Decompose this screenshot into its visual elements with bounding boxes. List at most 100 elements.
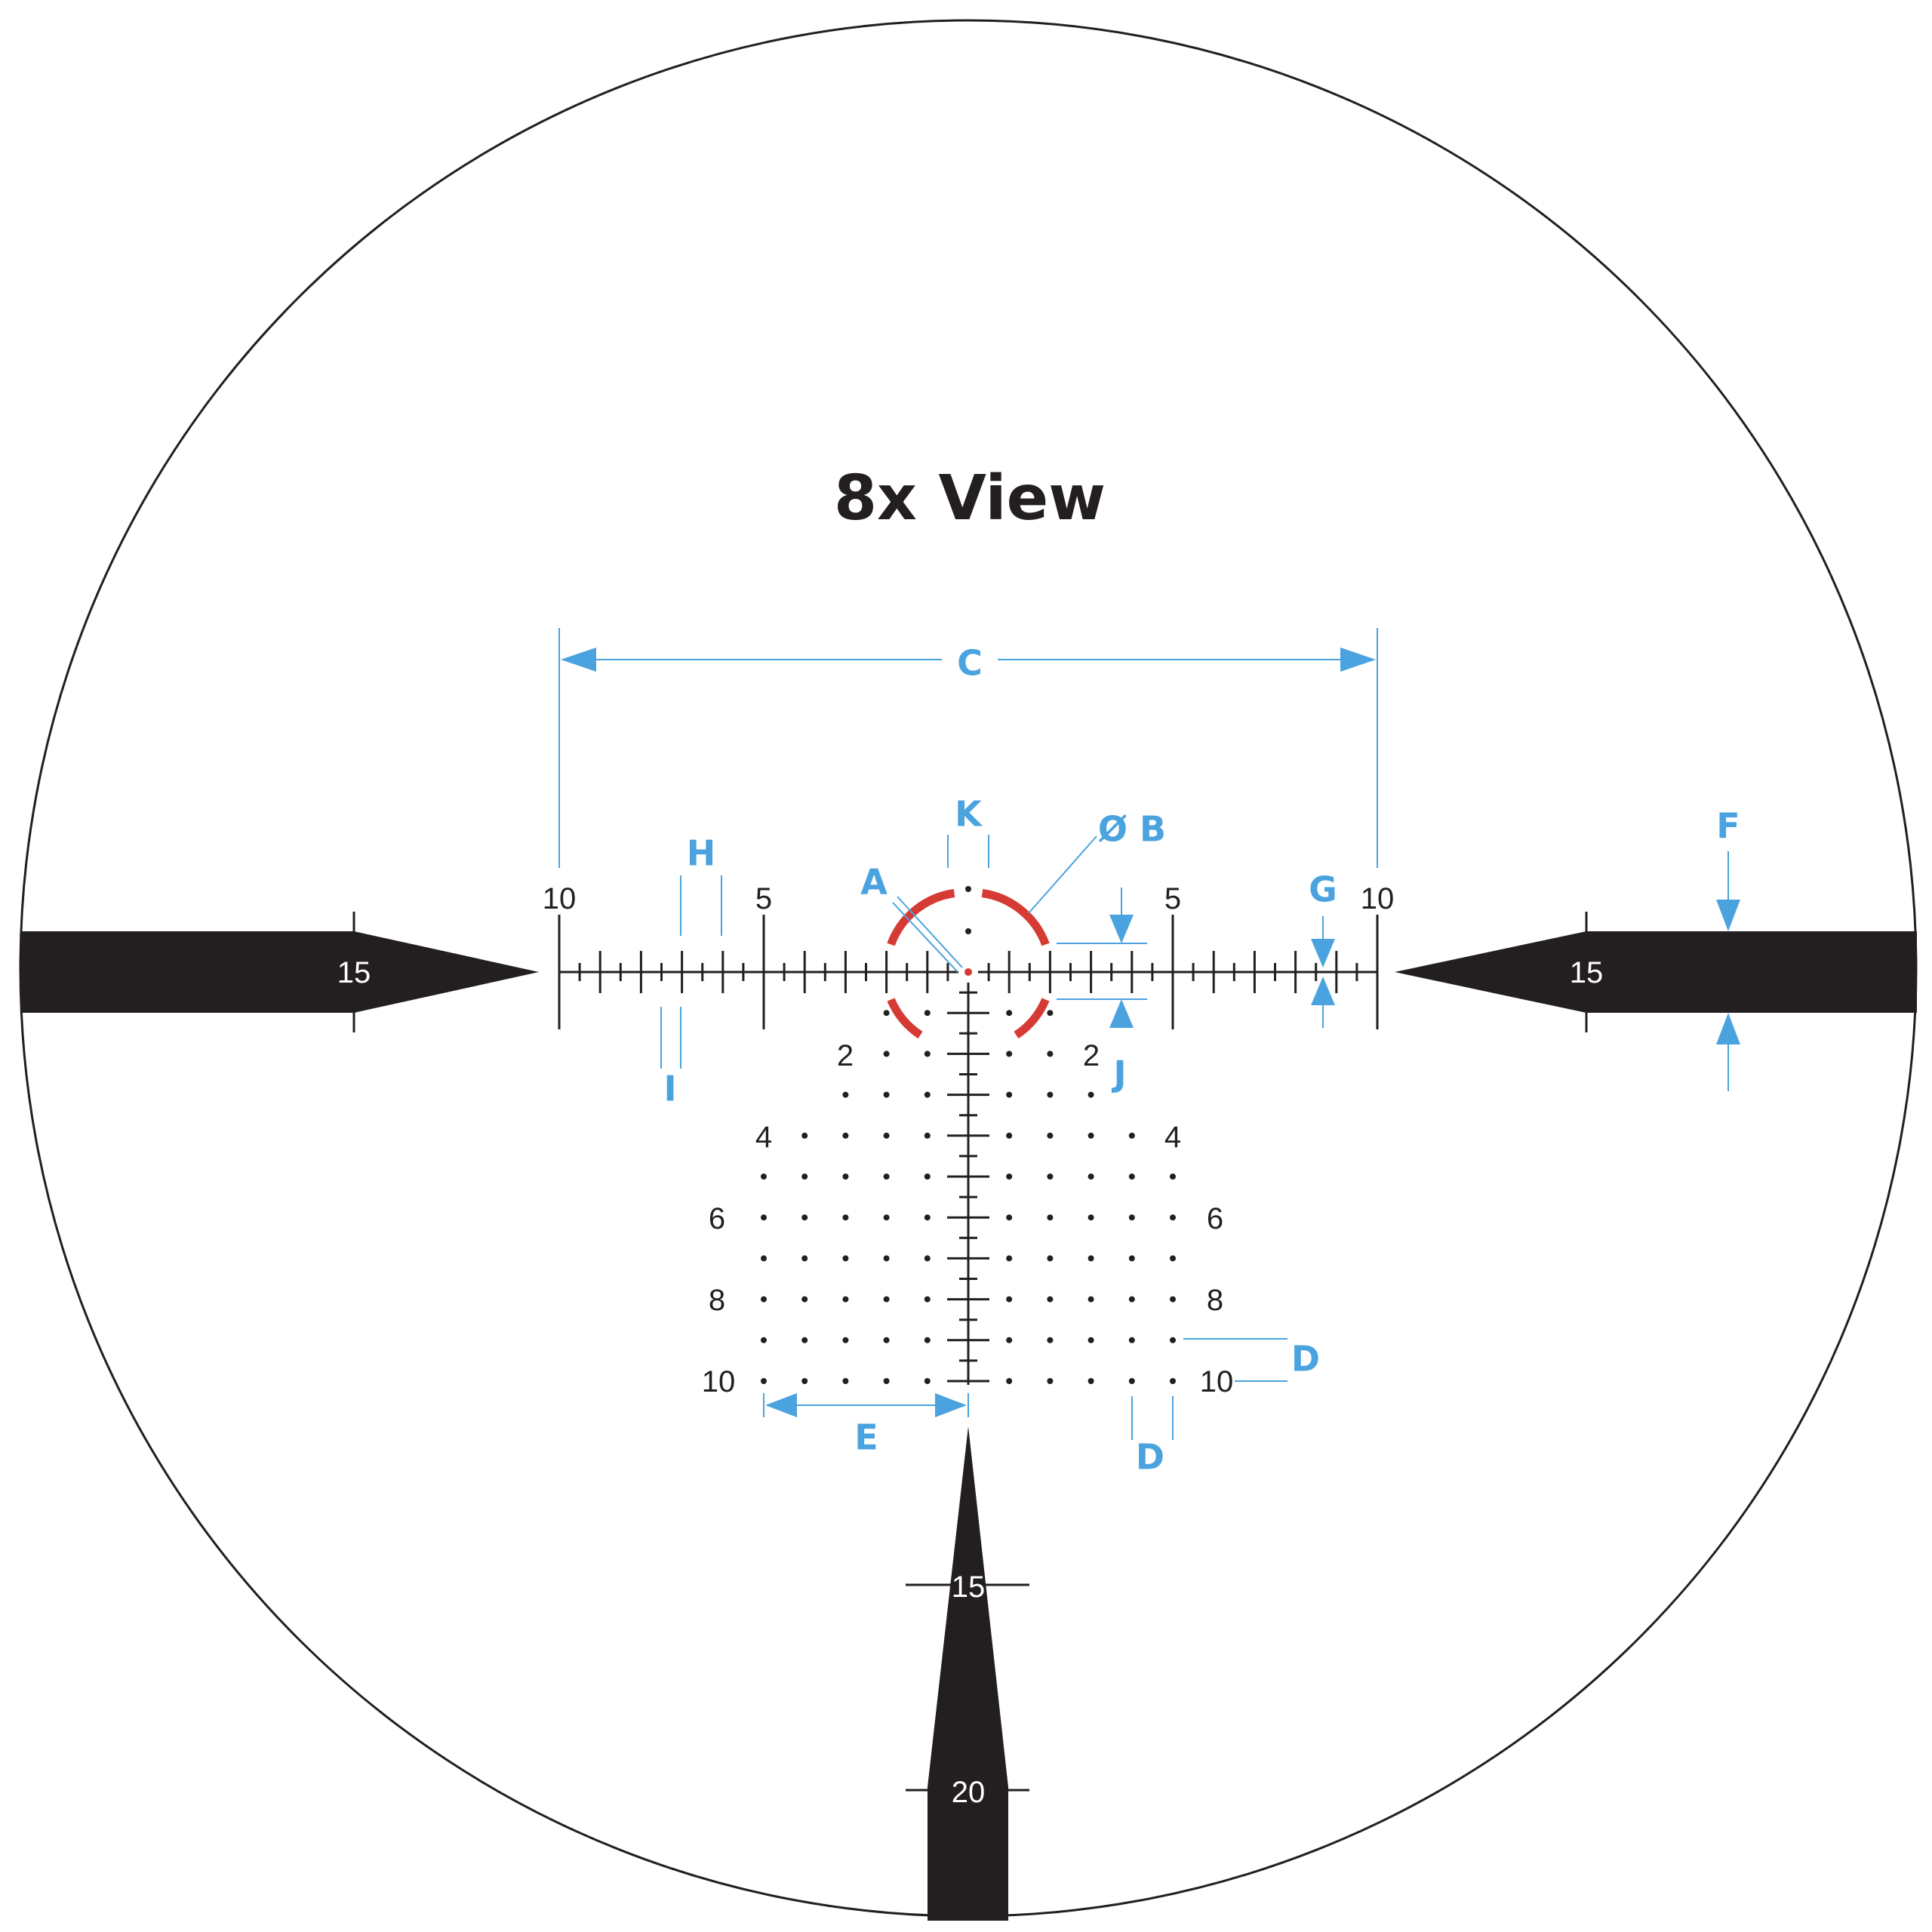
holdover-dot [1006, 1051, 1013, 1057]
callout-annotations [558, 628, 1740, 1440]
red-center-dot [964, 968, 972, 976]
holdover-dot [1047, 1174, 1054, 1180]
bottom-post-label-lower: 20 [952, 1776, 986, 1809]
upper-holdover-dot [965, 886, 971, 892]
callout-label-i: I [663, 1069, 676, 1109]
holdover-dot [761, 1255, 767, 1262]
holdover-dot [1170, 1174, 1176, 1180]
horizontal-label-right-10: 10 [1361, 882, 1395, 915]
holdover-dot [1047, 1378, 1054, 1384]
callout-label-h: H [687, 833, 716, 874]
holdover-dot [924, 1214, 931, 1221]
post-tick-marks [352, 912, 1588, 1792]
holdover-dot [1088, 1091, 1094, 1098]
holdover-dot [1006, 1010, 1013, 1017]
holdover-dot [1170, 1378, 1176, 1384]
holdover-dot [1047, 1010, 1054, 1017]
holdover-dot [761, 1337, 767, 1343]
holdover-dot [924, 1174, 931, 1180]
right-thick-post [1395, 931, 1917, 1013]
holdover-dot [924, 1051, 931, 1057]
holdover-dot [801, 1174, 808, 1180]
holdover-dot [1047, 1132, 1054, 1139]
holdover-dot [1006, 1337, 1013, 1343]
callout-label-k: K [955, 794, 983, 835]
holdover-dot [1088, 1255, 1094, 1262]
vertical-label-right: 6 [1207, 1202, 1223, 1235]
holdover-dot [801, 1132, 808, 1139]
holdover-dot [924, 1132, 931, 1139]
holdover-dot [924, 1091, 931, 1098]
horizontal-label-left-5: 5 [755, 882, 772, 915]
holdover-dot [883, 1091, 890, 1098]
holdover-dot [1128, 1132, 1135, 1139]
callout-label-g: G [1309, 869, 1337, 910]
holdover-dot [842, 1174, 849, 1180]
holdover-dot [842, 1296, 849, 1303]
holdover-dot [842, 1091, 849, 1098]
horizontal-label-right-5: 5 [1164, 882, 1181, 915]
holdover-dot [1088, 1174, 1094, 1180]
holdover-dot [1170, 1337, 1176, 1343]
holdover-dot [1128, 1255, 1135, 1262]
holdover-dot [924, 1296, 931, 1303]
callout-label-a: A [860, 862, 888, 903]
holdover-dot [883, 1132, 890, 1139]
vertical-label-right: 2 [1083, 1039, 1100, 1072]
vertical-label-right: 8 [1207, 1284, 1223, 1317]
holdover-dot [883, 1296, 890, 1303]
bottom-post-label-upper: 15 [952, 1571, 986, 1604]
holdover-dot [761, 1174, 767, 1180]
holdover-dot [883, 1255, 890, 1262]
holdover-dot [1128, 1174, 1135, 1180]
holdover-dot [1128, 1214, 1135, 1221]
upper-holdover-dot [965, 928, 971, 934]
holdover-dot [1006, 1378, 1013, 1384]
holdover-dot [924, 1378, 931, 1384]
horizontal-stadia [558, 915, 1379, 1029]
holdover-dot [801, 1337, 808, 1343]
holdover-dot [761, 1296, 767, 1303]
left-post-label: 15 [337, 956, 371, 989]
holdover-dot [1128, 1378, 1135, 1384]
callout-label-c: C [957, 643, 983, 684]
callout-label-b: Ø B [1098, 809, 1166, 850]
holdover-dot [1088, 1132, 1094, 1139]
vertical-label-right: 10 [1200, 1365, 1234, 1398]
left-thick-post [21, 931, 539, 1013]
holdover-dot [1128, 1337, 1135, 1343]
holdover-dot [1006, 1091, 1013, 1098]
holdover-dot [842, 1214, 849, 1221]
holdover-dot [1088, 1337, 1094, 1343]
callout-label-j: J [1111, 1054, 1126, 1094]
holdover-dot [761, 1378, 767, 1384]
callout-label-d-right: D [1291, 1339, 1320, 1380]
holdover-dot [1047, 1091, 1054, 1098]
holdover-dot [1088, 1296, 1094, 1303]
holdover-dot [883, 1337, 890, 1343]
holdover-dot [1006, 1255, 1013, 1262]
vertical-stadia [947, 983, 989, 1385]
holdover-dot [1006, 1214, 1013, 1221]
vertical-label-left: 8 [709, 1284, 725, 1317]
holdover-dot [1088, 1378, 1094, 1384]
holdover-dot [761, 1214, 767, 1221]
vertical-label-left: 6 [709, 1202, 725, 1235]
horizontal-label-left-10: 10 [543, 882, 577, 915]
vertical-label-right: 4 [1164, 1121, 1181, 1154]
holdover-dot [1006, 1296, 1013, 1303]
holdover-dot [1047, 1296, 1054, 1303]
vertical-label-left: 4 [755, 1121, 772, 1154]
callout-label-e: E [854, 1417, 878, 1458]
holdover-dot [1128, 1296, 1135, 1303]
red-center-circle [887, 889, 1050, 1039]
holdover-dot [801, 1255, 808, 1262]
holdover-dot [801, 1214, 808, 1221]
bottom-thick-post [928, 1426, 1008, 1921]
right-post-label: 15 [1570, 956, 1604, 989]
vertical-label-left: 10 [702, 1365, 736, 1398]
holdover-dot [1088, 1214, 1094, 1221]
holdover-dot [1170, 1296, 1176, 1303]
view-title: 8x View [834, 463, 1106, 534]
